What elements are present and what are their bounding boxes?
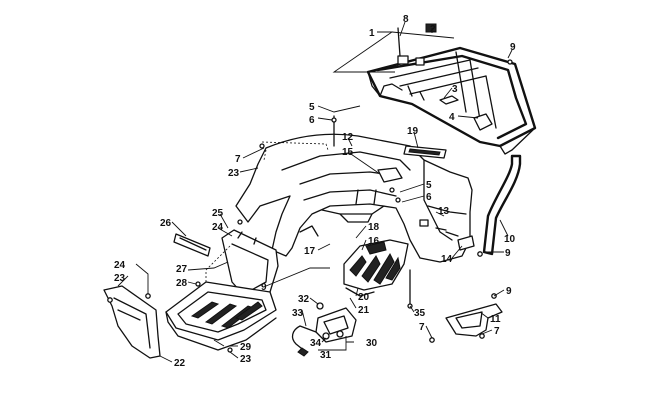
callout-32: 32 [298,294,310,305]
callout-23: 23 [114,273,126,284]
callout-35: 35 [414,308,426,319]
callout-25: 25 [212,208,224,219]
callout-9: 9 [261,282,267,293]
callout-24: 24 [114,260,126,271]
callout-5: 5 [309,102,315,113]
callout-6: 6 [426,192,432,203]
callout-21: 21 [358,305,370,316]
callout-27: 27 [176,264,188,275]
callout-16: 16 [368,236,380,247]
callout-33: 33 [292,308,304,319]
side-panel [221,229,279,301]
callout-19: 19 [407,126,419,137]
callout-23: 23 [240,354,252,365]
mount-bracket [445,303,503,337]
callout-10: 10 [504,234,516,245]
rear-fender [235,133,475,263]
callout-23: 23 [228,168,240,179]
callout-11: 11 [490,314,501,325]
light-assembly [291,302,357,357]
callout-29: 29 [240,342,252,353]
leader-lines [117,21,513,363]
callout-31: 31 [320,350,332,361]
callout-9: 9 [510,42,516,53]
trim-strip [173,233,211,257]
callout-7: 7 [419,322,425,333]
callout-17: 17 [304,246,316,257]
callout-30: 30 [366,338,378,349]
callout-20: 20 [358,292,370,303]
callout-9: 9 [505,248,511,259]
callout-1: 1 [369,28,375,39]
callout-34: 34 [310,338,322,349]
callout-7: 7 [494,326,500,337]
callout-26: 26 [160,218,172,229]
callout-labels: 1 8 2 9 3 4 5 6 7 23 12 15 19 5 6 13 10 … [114,14,516,369]
callout-7: 7 [235,154,241,165]
callout-28: 28 [176,278,188,289]
callout-4: 4 [449,112,455,123]
callout-5: 5 [426,180,432,191]
callout-18: 18 [368,222,380,233]
callout-9: 9 [506,286,512,297]
rear-rack [366,46,537,155]
callout-24: 24 [212,222,224,233]
callout-3: 3 [452,84,458,95]
callout-14: 14 [441,254,453,265]
floorboard [165,245,277,351]
splash-guard [103,285,161,359]
callout-13: 13 [438,206,450,217]
tail-light-grille [343,239,409,297]
callout-22: 22 [174,358,186,369]
rack-brace [482,154,522,256]
callout-6: 6 [309,115,315,126]
callout-8: 8 [403,14,409,25]
callout-12: 12 [342,132,354,143]
callout-15: 15 [342,147,354,158]
decal [403,145,447,159]
callout-2: 2 [430,24,436,35]
